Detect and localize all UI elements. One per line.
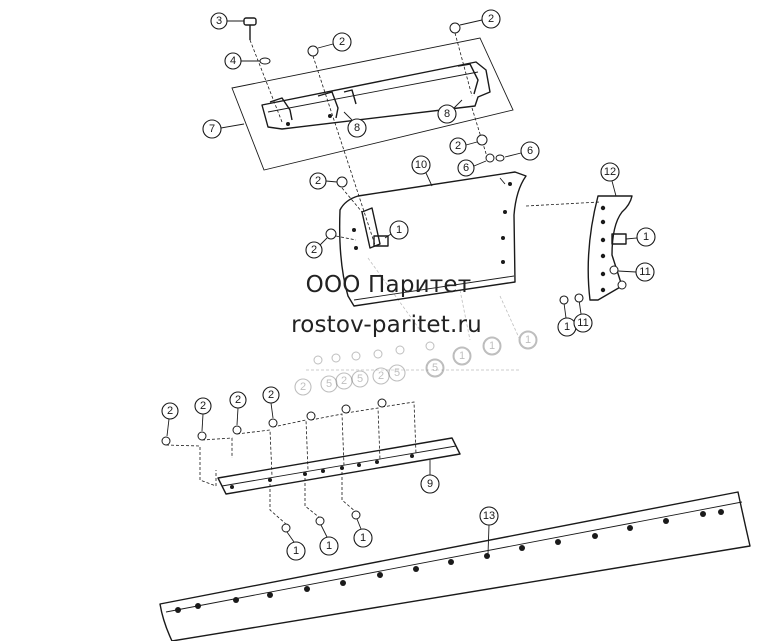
callout-1-lower-a: 1: [286, 531, 306, 561]
svg-text:5: 5: [326, 378, 332, 390]
svg-text:5: 5: [432, 362, 438, 374]
faded-callout-1-c: 1: [519, 331, 537, 349]
part-7-bracket: [261, 61, 491, 130]
callout-2-washer-3: 2: [229, 391, 247, 426]
svg-text:1: 1: [525, 334, 531, 346]
svg-text:6: 6: [527, 145, 533, 157]
svg-text:2: 2: [311, 244, 317, 256]
callout-12: 12: [600, 162, 620, 197]
callout-2-top-right: 2: [459, 9, 501, 29]
svg-text:1: 1: [643, 231, 649, 243]
blade-panel-10: [325, 171, 601, 307]
lower-bolts: [215, 470, 361, 533]
svg-text:11: 11: [577, 317, 588, 329]
svg-text:1: 1: [564, 321, 570, 333]
svg-text:2: 2: [200, 400, 206, 412]
callout-9: 9: [420, 474, 440, 494]
callout-1-lower-c: 1: [353, 518, 373, 548]
faded-callout-5-d: 5: [426, 359, 444, 377]
part-7-outline: [231, 37, 514, 171]
svg-text:2: 2: [167, 405, 173, 417]
watermark-website: rostov-paritet.ru: [291, 312, 482, 338]
cutting-edge-holes: [175, 509, 724, 613]
callout-6-left: 6: [457, 159, 487, 177]
faded-callout-5-c: 5: [388, 364, 406, 382]
callout-2-mid-right: 2: [449, 137, 478, 155]
svg-text:2: 2: [488, 13, 494, 25]
svg-text:2: 2: [339, 36, 345, 48]
callout-2-washer-4: 2: [262, 386, 280, 419]
watermark-company-name: ООО Паритет: [305, 272, 472, 298]
svg-text:2: 2: [300, 381, 306, 393]
callout-2-washer-1: 2: [161, 402, 179, 437]
callout-13: 13: [479, 506, 499, 555]
svg-text:5: 5: [394, 367, 400, 379]
svg-text:1: 1: [326, 540, 332, 552]
faded-callout-5-a: 5: [320, 375, 338, 393]
svg-text:1: 1: [459, 350, 465, 362]
svg-text:6: 6: [463, 162, 469, 174]
callout-3: 3: [210, 12, 244, 30]
cutting-edge-13: [159, 491, 751, 641]
callout-8-left: 8: [343, 111, 367, 138]
callout-7: 7: [202, 119, 245, 139]
callout-1-lower-b: 1: [319, 524, 339, 556]
svg-text:2: 2: [268, 389, 274, 401]
callout-11-right-bolt: 11: [573, 293, 593, 333]
faded-callout-2-a: 2: [294, 378, 312, 396]
faded-callout-2-c: 2: [372, 367, 390, 385]
svg-text:2: 2: [455, 140, 461, 152]
callout-2-blade-left: 2: [305, 237, 328, 259]
callout-1-side-plate: 1: [625, 227, 656, 247]
svg-text:2: 2: [315, 175, 321, 187]
svg-text:11: 11: [639, 266, 650, 278]
svg-text:2: 2: [235, 394, 241, 406]
callout-6-right: 6: [504, 141, 540, 161]
svg-text:1: 1: [360, 532, 366, 544]
svg-text:1: 1: [293, 545, 299, 557]
svg-text:8: 8: [444, 108, 450, 120]
faded-callout-2-b: 2: [335, 372, 353, 390]
washer-row: [161, 398, 417, 487]
svg-text:12: 12: [604, 166, 616, 178]
callout-10: 10: [411, 155, 433, 187]
svg-text:5: 5: [357, 373, 363, 385]
faded-callout-1-a: 1: [453, 347, 471, 365]
top-frame-assembly: [231, 37, 514, 171]
callout-1-blade: 1: [384, 220, 409, 240]
svg-text:9: 9: [427, 478, 433, 490]
callout-11-side-plate: 11: [617, 262, 655, 282]
side-plate-12: [587, 195, 633, 301]
svg-text:2: 2: [341, 375, 347, 387]
mounting-strip-9: [217, 437, 461, 495]
callout-8-right: 8: [437, 99, 463, 124]
svg-text:2: 2: [378, 370, 384, 382]
faded-background-detail: [306, 257, 538, 378]
top-fasteners: [243, 17, 505, 246]
faded-callout-1-b: 1: [483, 337, 501, 355]
svg-text:3: 3: [216, 15, 222, 27]
svg-text:7: 7: [209, 123, 215, 135]
svg-text:1: 1: [489, 340, 495, 352]
faded-callout-5-b: 5: [351, 370, 369, 388]
svg-text:4: 4: [230, 55, 236, 67]
callout-4: 4: [224, 52, 260, 70]
svg-text:8: 8: [354, 122, 360, 134]
svg-text:1: 1: [396, 224, 402, 236]
callout-2-blade-top: 2: [309, 172, 338, 190]
svg-text:10: 10: [415, 159, 427, 171]
callout-2-washer-2: 2: [194, 397, 212, 432]
svg-text:13: 13: [483, 510, 495, 522]
callout-2-top-center: 2: [317, 32, 352, 52]
